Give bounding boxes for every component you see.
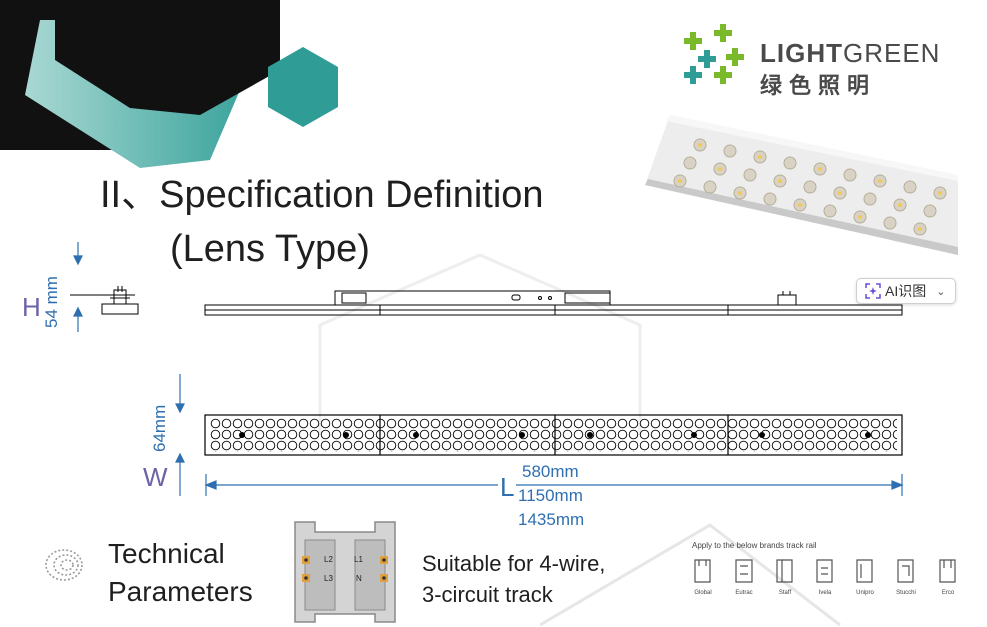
small-teal-hexagon xyxy=(268,47,338,127)
ai-scan-icon xyxy=(865,283,881,299)
brand-stucchi: Stucchi xyxy=(896,590,916,596)
brand-name-green: GREEN xyxy=(843,38,941,68)
technical-line-1: Technical xyxy=(108,538,225,569)
swirl-icon xyxy=(45,549,83,581)
length-value-1435: 1435mm xyxy=(518,510,585,529)
suitable-track-text: Suitable for 4-wire, 3-circuit track xyxy=(422,548,605,610)
product-photo xyxy=(645,115,958,255)
length-value-580: 580mm xyxy=(522,462,579,482)
black-hexagon-front xyxy=(55,0,280,115)
suitable-line-2: 3-circuit track xyxy=(422,582,553,607)
led-lens-grid xyxy=(673,138,947,236)
lens-array xyxy=(210,418,897,452)
length-dimension-drawing xyxy=(204,474,904,496)
brand-staff: Staff xyxy=(778,590,792,596)
track-label-l1: L1 xyxy=(354,555,363,564)
length-value-1150: 1150mm xyxy=(518,486,583,506)
brand-ivela: Ivela xyxy=(818,590,832,596)
width-value: 64mm xyxy=(150,404,169,452)
technical-parameters-heading: Technical Parameters xyxy=(108,535,253,611)
width-dimension-drawing xyxy=(175,374,185,496)
side-view-drawing xyxy=(204,290,903,316)
height-dimension-drawing xyxy=(70,242,139,332)
bottom-view-drawing xyxy=(204,414,903,456)
track-label-n: N xyxy=(356,574,362,583)
ai-image-recognition-button[interactable]: AI识图 ⌄ xyxy=(856,278,956,304)
lightgreen-logo-icon xyxy=(684,24,744,84)
chevron-down-icon: ⌄ xyxy=(936,285,946,298)
width-letter: W xyxy=(143,462,168,492)
track-label-l3: L3 xyxy=(324,574,333,583)
brand-unipro: Unipro xyxy=(856,590,874,596)
brand-name-cn: 绿色照明 xyxy=(760,73,877,98)
watermark-house-shape xyxy=(318,253,642,435)
brand-rail-icons xyxy=(694,559,956,583)
brands-panel-outline xyxy=(540,523,841,627)
brand-name-light: LIGHT xyxy=(760,38,843,68)
suitable-line-1: Suitable for 4-wire, xyxy=(422,551,606,576)
brand-name: LIGHTGREEN xyxy=(760,38,940,69)
ai-button-label: AI识图 xyxy=(885,283,927,299)
slide-title: II、Specification Definition xyxy=(100,174,544,216)
track-rail-cross-section xyxy=(294,521,396,623)
brands-panel-title: Apply to the below brands track rail xyxy=(692,541,817,550)
brand-global: Global xyxy=(694,590,712,596)
length-letter: L xyxy=(498,472,517,503)
slide-subtitle: (Lens Type) xyxy=(170,228,370,270)
brand-eutrac: Eutrac xyxy=(735,590,753,596)
end-view-profile xyxy=(101,286,139,315)
track-label-l2: L2 xyxy=(324,555,333,564)
technical-line-2: Parameters xyxy=(108,576,253,607)
decorative-hexagons xyxy=(0,0,338,168)
height-value: 54 mm xyxy=(42,276,61,328)
brand-erco: Erco xyxy=(941,590,955,596)
height-letter: H xyxy=(22,292,41,322)
